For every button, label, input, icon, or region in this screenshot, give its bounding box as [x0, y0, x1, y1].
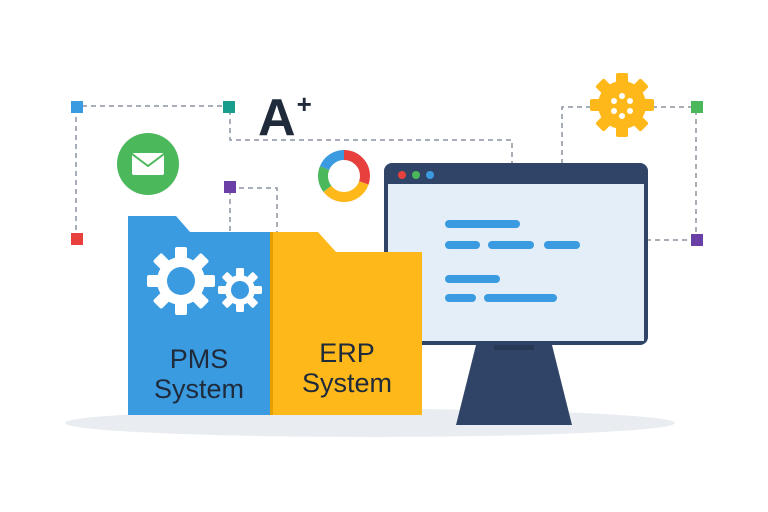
- pms-label-line2: System: [153, 374, 245, 404]
- grade-a-plus-icon: A+: [258, 76, 332, 146]
- gear-icon-small: [218, 268, 262, 312]
- pms-folder-label: PMS System: [128, 344, 270, 404]
- erp-folder: [270, 232, 422, 415]
- connector-lines: [75, 105, 697, 241]
- code-lines: [445, 220, 580, 302]
- erp-label-line2: System: [301, 368, 393, 398]
- node-purple-left: [224, 181, 236, 193]
- donut-chart-icon: [318, 150, 370, 202]
- mail-icon: [117, 133, 179, 195]
- gear-icon-large: [147, 247, 215, 315]
- pms-label-line1: PMS: [169, 344, 229, 374]
- node-red: [71, 233, 83, 245]
- erp-label-line1: ERP: [319, 338, 375, 368]
- node-blue: [71, 101, 83, 113]
- grade-sign: +: [296, 89, 312, 119]
- node-teal: [223, 101, 235, 113]
- erp-folder-label: ERP System: [272, 338, 422, 398]
- grade-letter: A: [258, 89, 296, 147]
- node-purple-right: [691, 234, 703, 246]
- pms-folder: [128, 216, 270, 415]
- node-green: [691, 101, 703, 113]
- monitor: [384, 163, 648, 425]
- gear-icon: [590, 73, 654, 137]
